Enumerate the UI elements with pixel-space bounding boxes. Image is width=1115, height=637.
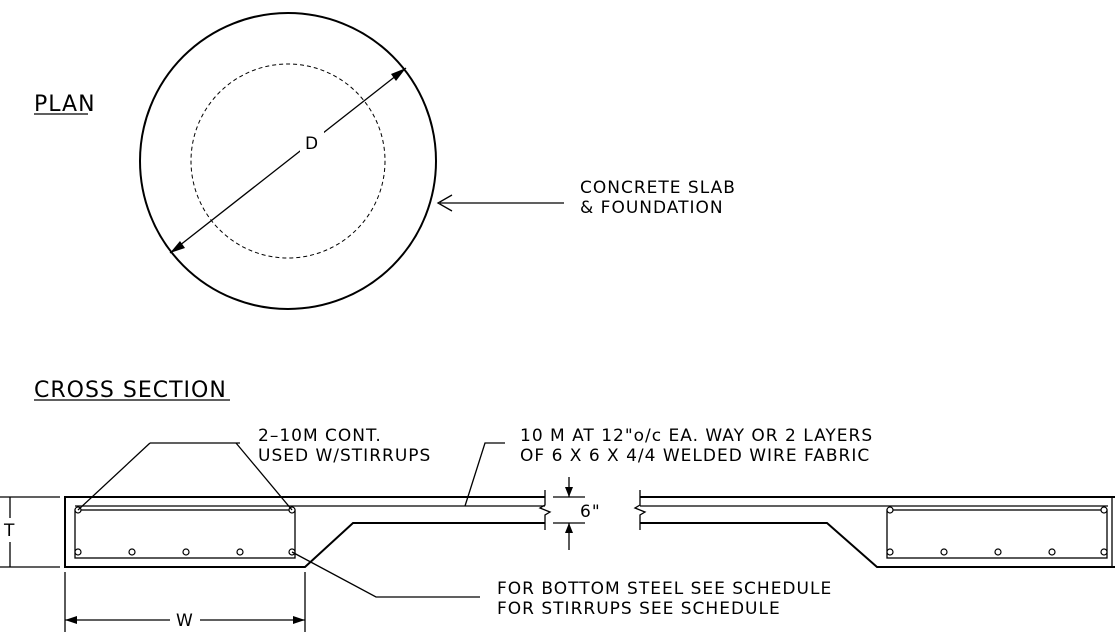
top-bars-leader-2: [235, 442, 293, 511]
section-right-bottom: [640, 522, 1115, 568]
section-left-outline: [64, 496, 545, 568]
mesh-leader: [464, 442, 505, 507]
width-arrow-left: [65, 616, 77, 624]
top-bars-leader-1: [77, 442, 151, 511]
stirrup-left: [74, 509, 296, 559]
bottom-callout-line2: FOR STIRRUPS SEE SCHEDULE: [497, 599, 781, 619]
depth-label: T: [3, 521, 15, 541]
break-line-right: [633, 490, 647, 530]
diameter-arrow-end: [391, 68, 406, 81]
width-label: W: [176, 611, 194, 631]
diameter-label: D: [305, 134, 319, 154]
bottom-steel-leader: [291, 551, 480, 598]
depth-label-mask: [2, 518, 18, 542]
cross-section-view: CROSS SECTION 2–10M: [0, 378, 1115, 632]
top-bars-callout-line1: 2–10M CONT.: [258, 426, 382, 446]
slab-callout-line1: CONCRETE SLAB: [580, 178, 736, 198]
diameter-dimension-line: [169, 67, 407, 254]
break-line-left: [538, 490, 552, 530]
top-bars-callout-line2: USED W/STIRRUPS: [258, 446, 431, 466]
rebar-bottom-right-5: [1100, 548, 1108, 556]
stirrup-right: [886, 509, 1108, 559]
plan-heading: PLAN: [34, 92, 96, 117]
rebar-bottom-right-1: [886, 548, 894, 556]
plan-view: PLAN D CONCRETE SLAB & FOUNDATION: [34, 12, 736, 310]
slab-leader-arrow: [436, 194, 453, 212]
rebar-bottom-left-1: [74, 548, 82, 556]
rebar-bottom-left-2: [128, 548, 136, 556]
slab-callout-line2: & FOUNDATION: [580, 198, 724, 218]
slab-thickness-label: 6": [580, 502, 601, 522]
slab-thickness-arrow-bottom: [565, 523, 573, 533]
diameter-label-mask: [300, 130, 324, 154]
diameter-arrow-start: [170, 241, 185, 253]
rebar-bottom-left-4: [236, 548, 244, 556]
rebar-bottom-right-4: [1048, 548, 1056, 556]
width-arrow-right: [293, 616, 305, 624]
rebar-top-right-1: [886, 506, 894, 514]
rebar-bottom-right-2: [940, 548, 948, 556]
mesh-callout-line1: 10 M AT 12"o/c EA. WAY OR 2 LAYERS: [520, 426, 873, 446]
mesh-callout-line2: OF 6 X 6 X 4/4 WELDED WIRE FABRIC: [520, 446, 870, 466]
slab-thickness-arrow-top: [565, 487, 573, 497]
rebar-top-right-2: [1100, 506, 1108, 514]
slab-outline: [139, 12, 437, 310]
rebar-bottom-right-3: [994, 548, 1002, 556]
bottom-callout-line1: FOR BOTTOM STEEL SEE SCHEDULE: [497, 579, 832, 599]
cross-section-heading: CROSS SECTION: [34, 378, 227, 403]
tank-footprint-dashed: [190, 63, 386, 259]
rebar-bottom-left-3: [182, 548, 190, 556]
